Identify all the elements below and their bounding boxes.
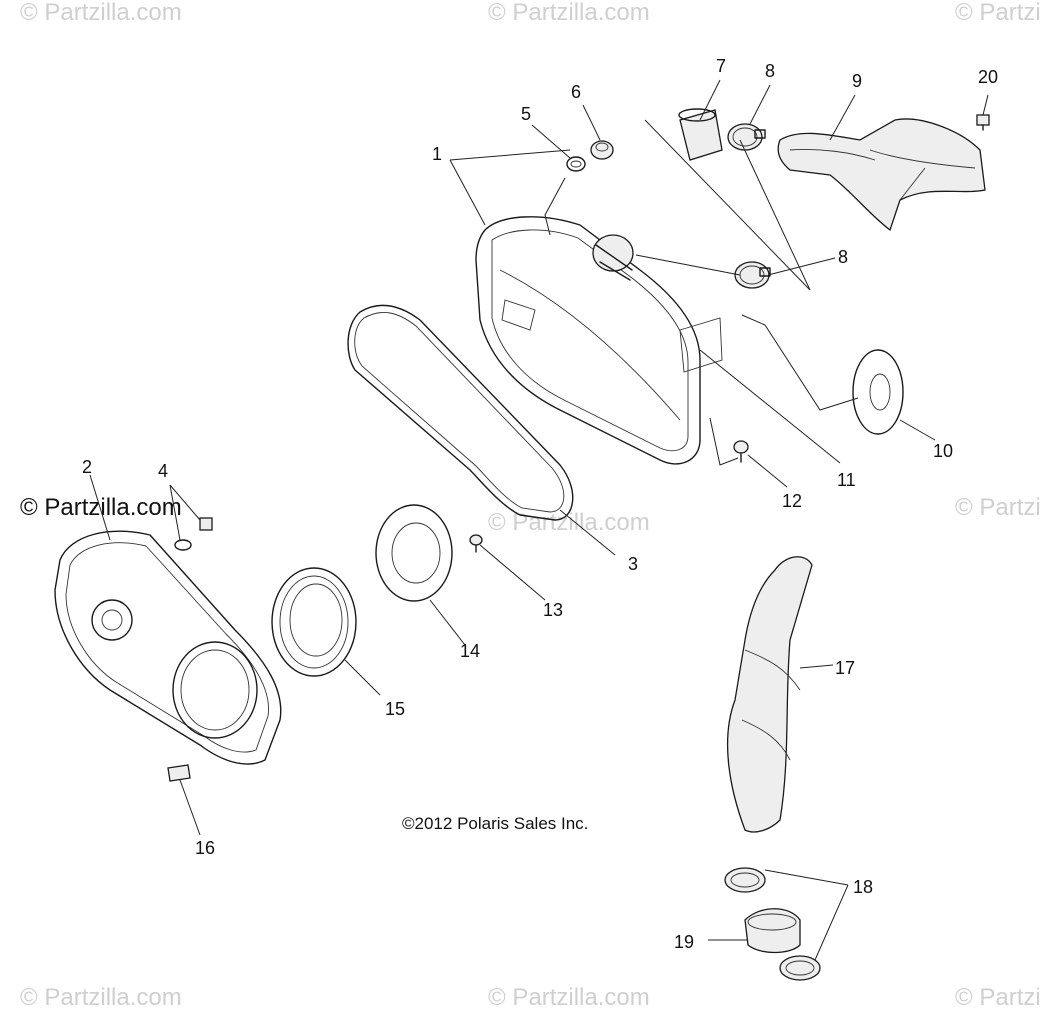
callout-4: 4 bbox=[158, 461, 168, 481]
callout-7: 7 bbox=[716, 56, 726, 76]
callout-12: 12 bbox=[782, 491, 802, 511]
cover-seal bbox=[271, 567, 357, 677]
callout-10: 10 bbox=[933, 441, 953, 461]
watermark-bottom-right: © Partzilla.com bbox=[955, 984, 1040, 1011]
callout-8-upper: 8 bbox=[765, 61, 775, 81]
hose-clamp-upper bbox=[727, 123, 766, 151]
retainer-plate bbox=[375, 504, 453, 602]
watermark-right-middle: © Partzilla.com bbox=[955, 494, 1040, 521]
copyright-notice: ©2012 Polaris Sales Inc. bbox=[402, 814, 588, 833]
plate-screw bbox=[469, 534, 483, 553]
duct-boot bbox=[678, 108, 723, 161]
callout-19: 19 bbox=[674, 932, 694, 952]
callout-2: 2 bbox=[82, 457, 92, 477]
callout-11: 11 bbox=[837, 470, 856, 490]
watermark-top-center: © Partzilla.com bbox=[488, 0, 650, 26]
callout-numbers: 1 2 3 4 5 6 7 8 8 9 10 11 12 13 14 15 16… bbox=[82, 56, 998, 952]
watermark-bottom-center: © Partzilla.com bbox=[488, 984, 650, 1011]
duct-clamp-upper bbox=[724, 867, 766, 893]
intake-duct bbox=[777, 118, 986, 232]
callout-5: 5 bbox=[521, 104, 531, 124]
leader-lines bbox=[89, 79, 989, 961]
drive-belt bbox=[347, 304, 574, 521]
callout-9: 9 bbox=[852, 71, 862, 91]
drain-plug bbox=[590, 140, 614, 160]
watermark-top-right: © Partzilla.com bbox=[955, 0, 1040, 26]
cover-label bbox=[167, 764, 191, 782]
watermark-top-left: © Partzilla.com bbox=[20, 0, 182, 26]
o-ring bbox=[566, 156, 586, 172]
outer-clutch-cover bbox=[54, 530, 282, 765]
callout-16: 16 bbox=[195, 838, 215, 858]
inner-clutch-cover bbox=[475, 216, 723, 465]
callout-18: 18 bbox=[853, 877, 873, 897]
callout-14: 14 bbox=[460, 641, 480, 661]
callout-1: 1 bbox=[432, 144, 442, 164]
callout-6: 6 bbox=[571, 82, 581, 102]
callout-20: 20 bbox=[978, 67, 998, 87]
cover-bolt-upper bbox=[733, 440, 749, 463]
cover-bolt-and-washer bbox=[174, 517, 213, 551]
callout-17: 17 bbox=[835, 658, 855, 678]
callout-15: 15 bbox=[385, 699, 405, 719]
exhaust-duct bbox=[726, 556, 813, 833]
callout-8-lower: 8 bbox=[838, 247, 848, 267]
callout-13: 13 bbox=[543, 600, 563, 620]
watermark-bottom-left: © Partzilla.com bbox=[20, 984, 182, 1011]
screw bbox=[976, 114, 990, 131]
duct-seal bbox=[852, 349, 904, 435]
watermark-main: © Partzilla.com bbox=[20, 494, 182, 521]
hose-clamp-lower bbox=[734, 261, 771, 289]
duct-clamp-lower bbox=[779, 955, 821, 981]
callout-3: 3 bbox=[628, 554, 638, 574]
duct-coupler bbox=[744, 908, 801, 954]
